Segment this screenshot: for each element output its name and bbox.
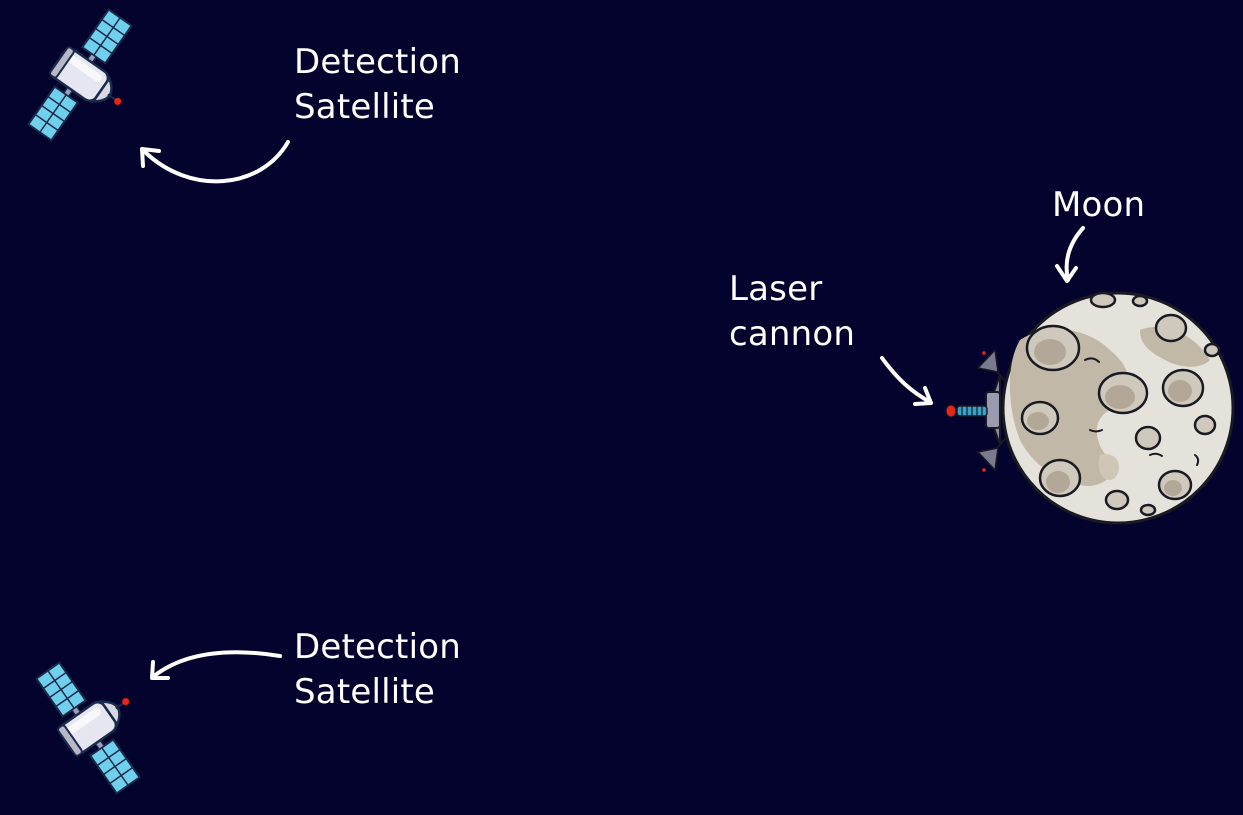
label-line: Satellite xyxy=(294,672,436,712)
moon-icon xyxy=(1001,291,1235,525)
moon-label: Moon xyxy=(1052,183,1145,228)
curved-arrow-icon xyxy=(1055,226,1085,283)
label-line: Satellite xyxy=(294,87,436,127)
solar-panel-icon xyxy=(80,8,134,65)
label-line: Detection xyxy=(294,627,461,667)
label-line: Laser xyxy=(729,269,823,309)
curved-arrow-icon xyxy=(880,356,933,406)
curved-arrow-icon xyxy=(150,650,282,680)
satellite-top-label: Detection Satellite xyxy=(294,40,461,130)
curved-arrow-icon xyxy=(140,140,290,184)
satellite-bottom-icon xyxy=(34,661,142,795)
satellite-top-icon xyxy=(26,8,134,142)
label-line: Detection xyxy=(294,42,461,82)
label-line: Moon xyxy=(1052,185,1146,225)
satellite-bottom-label: Detection Satellite xyxy=(294,625,461,715)
solar-panel-icon xyxy=(26,85,80,142)
laser-cannon-label: Laser cannon xyxy=(729,267,855,357)
laser-cannon-icon xyxy=(945,348,1007,472)
label-line: cannon xyxy=(729,314,856,354)
solar-panel-icon xyxy=(34,661,88,718)
